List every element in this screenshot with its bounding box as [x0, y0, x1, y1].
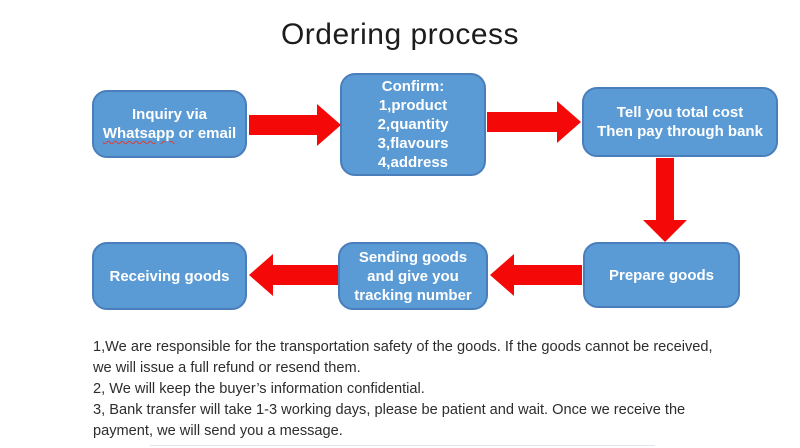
- step-confirm-line2: 1,product: [378, 97, 448, 114]
- step-receiving-box: Receiving goods: [92, 242, 247, 310]
- arrow-shaft: [514, 265, 582, 285]
- step-prepare-box: Prepare goods: [583, 242, 740, 308]
- arrow-shaft: [273, 265, 338, 285]
- page-title: Ordering process: [280, 18, 520, 51]
- note-line-2: we will issue a full refund or resend th…: [93, 360, 361, 376]
- step-sending-line1: Sending goods: [358, 248, 468, 266]
- step-inquiry-box: Inquiry via Whatsapp or email: [92, 90, 247, 158]
- step-prepare-label: Prepare goods: [608, 266, 715, 284]
- notes-block: 1,We are responsible for the transportat…: [93, 337, 765, 442]
- arrow-shaft: [487, 112, 557, 132]
- arrow-head-right-icon: [317, 104, 341, 146]
- note-line-3: 2, We will keep the buyer’s information …: [93, 381, 425, 397]
- step-confirm-line5: 4,address: [377, 154, 449, 171]
- step-confirm-line1: Confirm:: [381, 78, 445, 95]
- step-inquiry-line1: Inquiry via: [131, 106, 208, 123]
- step-receiving-label: Receiving goods: [109, 267, 230, 285]
- step-totalcost-line2: Then pay through bank: [597, 123, 763, 140]
- arrow-shaft: [656, 158, 674, 220]
- note-line-4: 3, Bank transfer will take 1-3 working d…: [93, 402, 686, 418]
- arrow-head-down-icon: [643, 220, 687, 242]
- arrow-head-left-icon: [490, 254, 514, 296]
- step-inquiry-line2-rest: or email: [174, 125, 237, 142]
- step-inquiry-line2: Whatsapp or email: [103, 124, 236, 143]
- step-confirm-line3: 2,quantity: [377, 116, 449, 133]
- step-totalcost-line1: Tell you total cost: [616, 104, 744, 121]
- note-line-1: 1,We are responsible for the transportat…: [93, 339, 713, 355]
- step-sending-box: Sending goods and give you tracking numb…: [338, 242, 488, 310]
- whatsapp-word: Whatsapp: [102, 125, 175, 142]
- step-sending-line2: and give you: [367, 267, 459, 285]
- step-sending-line3: tracking number: [354, 286, 472, 304]
- arrow-head-right-icon: [557, 101, 581, 143]
- arrow-shaft: [249, 115, 317, 135]
- step-totalcost-box: Tell you total cost Then pay through ban…: [582, 87, 778, 157]
- faint-divider-line: [150, 445, 655, 446]
- arrow-head-left-icon: [249, 254, 273, 296]
- step-confirm-box: Confirm: 1,product 2,quantity 3,flavours…: [340, 73, 486, 176]
- step-confirm-line4: 3,flavours: [377, 135, 449, 152]
- note-line-5: payment, we will send you a message.: [93, 423, 343, 439]
